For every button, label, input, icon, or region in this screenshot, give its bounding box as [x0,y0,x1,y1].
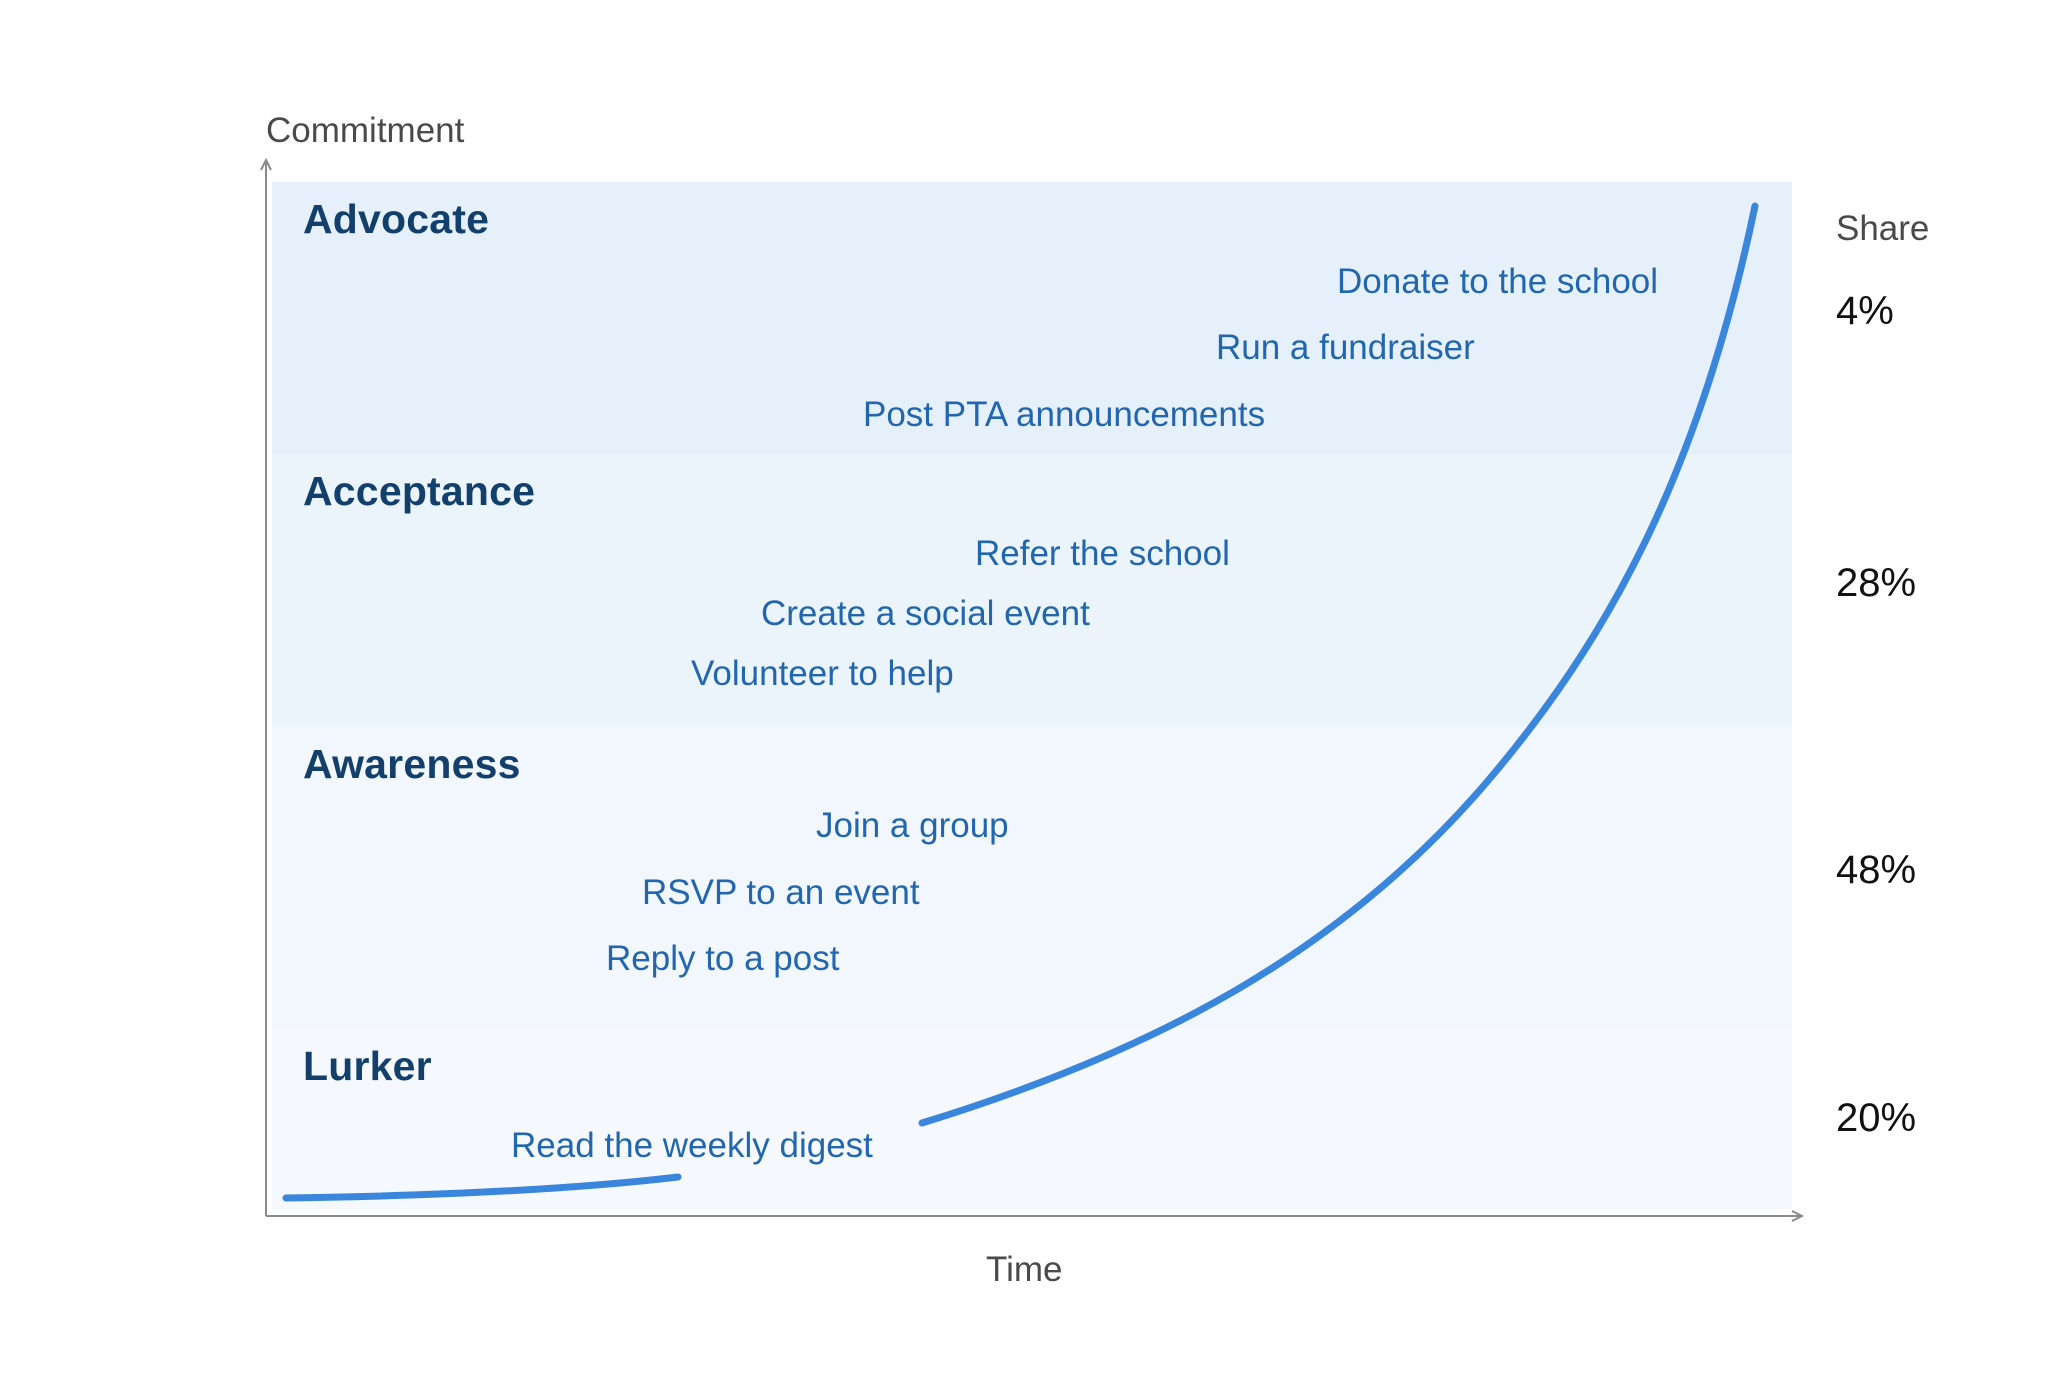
action-join-group: Join a group [816,806,1009,845]
share-advocate: 4% [1836,289,1894,333]
action-rsvp: RSVP to an event [642,873,920,912]
x-axis-arrowhead [1791,1210,1805,1222]
share-lurker: 20% [1836,1096,1917,1140]
band-awareness [272,726,1792,1028]
x-axis-label: Time [986,1250,1063,1289]
commitment-curve-lower [282,1173,682,1202]
band-lurker [272,1028,1792,1209]
action-run-fundraiser: Run a fundraiser [1216,328,1475,367]
action-read-digest: Read the weekly digest [511,1126,873,1165]
stage-title-advocate: Advocate [303,196,490,242]
commitment-curve-upper [918,202,1759,1127]
share-acceptance: 28% [1836,561,1917,605]
band-advocate [272,182,1792,454]
stage-title-acceptance: Acceptance [303,468,536,514]
band-acceptance [272,454,1792,726]
action-donate: Donate to the school [1337,262,1659,301]
action-reply-post: Reply to a post [606,939,840,978]
action-create-social-event: Create a social event [761,594,1090,633]
y-axis-arrowhead [260,157,272,171]
action-post-announcements: Post PTA announcements [863,395,1266,434]
y-axis-label: Commitment [266,111,465,150]
action-volunteer: Volunteer to help [691,654,954,693]
share-header: Share [1836,209,1930,248]
stage-title-lurker: Lurker [303,1043,432,1089]
stage-title-awareness: Awareness [303,741,521,787]
share-awareness: 48% [1836,848,1917,892]
action-refer-school: Refer the school [975,534,1230,573]
